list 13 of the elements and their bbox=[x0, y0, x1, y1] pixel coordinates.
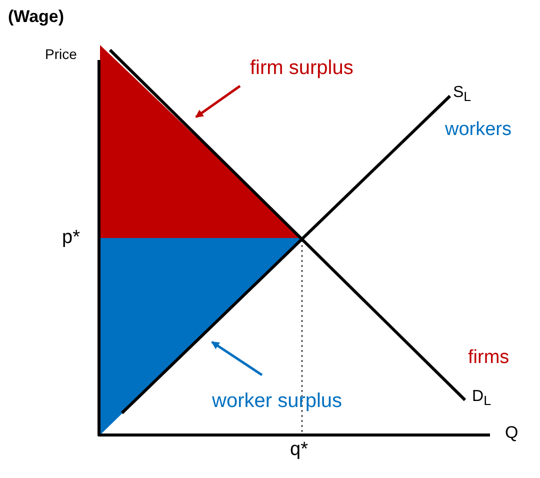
annotation-text: worker surplus bbox=[212, 390, 342, 412]
axis-title: Q bbox=[505, 424, 518, 443]
curve-label: S$_{L}$ bbox=[453, 84, 472, 105]
axis-value: p* bbox=[62, 228, 80, 249]
axis-title: (Wage) bbox=[8, 8, 64, 27]
leader-line bbox=[211, 340, 263, 376]
annotation-text: firm surplus bbox=[250, 57, 354, 79]
leader-line bbox=[195, 84, 241, 118]
curve-label: workers bbox=[445, 120, 512, 141]
axis-title: Price bbox=[45, 47, 77, 62]
curve-label: D$_{L}$ bbox=[472, 388, 491, 409]
axis-value: q* bbox=[290, 440, 308, 461]
curve-label: firms bbox=[468, 348, 510, 369]
